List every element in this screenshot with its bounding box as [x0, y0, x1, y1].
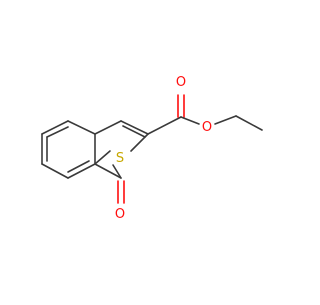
double-bond-inner: [122, 125, 146, 138]
ester-bond: [180, 116, 200, 125]
bond: [41, 163, 69, 179]
sulfur-atom-label: S: [116, 151, 124, 166]
carbonyl-oxygen-label: O: [176, 75, 186, 90]
bond: [94, 163, 122, 179]
structure-diagram: S O O O: [41, 75, 263, 222]
atom-label-layer: S O O O: [115, 75, 212, 222]
s-c-bond: [94, 150, 111, 165]
double-bond-inner: [46, 126, 69, 138]
bond-layer: [41, 94, 263, 204]
bond: [120, 120, 149, 135]
c-s-bond: [112, 164, 122, 179]
o-ch2-bond: [214, 115, 237, 125]
bond: [41, 120, 69, 135]
molecule-canvas: S O O O: [41, 75, 263, 222]
bond: [147, 116, 182, 135]
bond: [67, 120, 96, 135]
bond: [94, 120, 122, 135]
ch2-ch3-bond: [235, 115, 263, 131]
ketone-oxygen-label: O: [115, 207, 125, 222]
bond: [67, 163, 96, 179]
c-s-bond: [130, 133, 149, 152]
ester-oxygen-label: O: [202, 120, 212, 135]
double-bond-inner: [67, 160, 90, 173]
